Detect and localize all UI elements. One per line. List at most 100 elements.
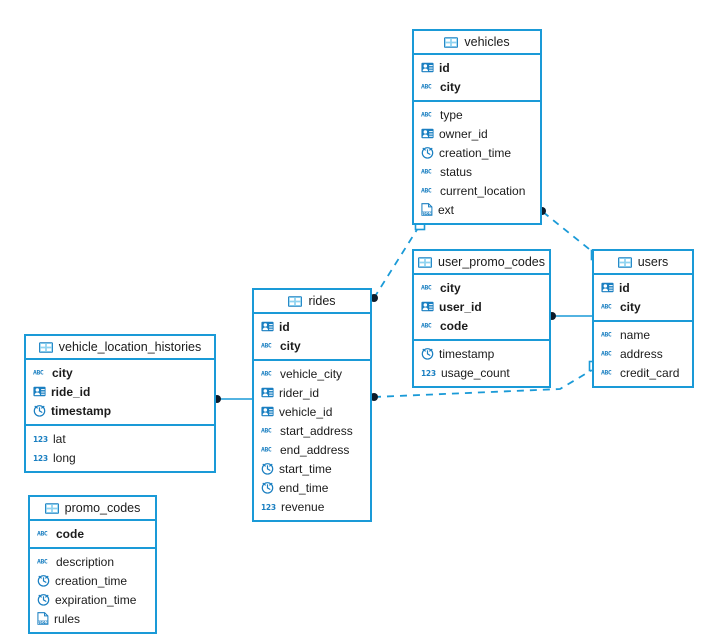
table-header-vehicles[interactable]: vehicles <box>414 31 540 55</box>
contact-card-icon <box>421 128 434 139</box>
field-name-label: id <box>279 319 290 334</box>
field-name-label: lat <box>53 431 66 446</box>
column-field[interactable]: creation_time <box>30 571 155 590</box>
relationship-vlh-to-rides[interactable] <box>213 395 252 403</box>
table-name-label: rides <box>308 294 336 308</box>
column-field[interactable]: ABC address <box>594 344 692 363</box>
primary-key-section-vehicles: id ABC city <box>414 55 540 102</box>
column-field[interactable]: 123 revenue <box>254 497 370 516</box>
table-node-vehicles[interactable]: vehicles id ABC city ABC type <box>412 29 542 225</box>
svg-text:ABC: ABC <box>421 84 432 91</box>
column-field[interactable]: ABC status <box>414 162 540 181</box>
svg-text:ABC: ABC <box>421 285 432 292</box>
table-header-promo_codes[interactable]: promo_codes <box>30 497 155 521</box>
primary-key-field[interactable]: id <box>594 278 692 297</box>
primary-key-section-users: id ABC city <box>594 275 692 322</box>
columns-section-users: ABC name ABC address ABC credit_card <box>594 322 692 386</box>
columns-section-vehicle_location_histories: 123 lat 123 long <box>26 426 214 471</box>
svg-text:123: 123 <box>421 369 436 378</box>
column-field[interactable]: ABC end_address <box>254 440 370 459</box>
table-header-rides[interactable]: rides <box>254 290 370 314</box>
field-name-label: city <box>52 365 73 380</box>
abc-icon: ABC <box>421 321 435 330</box>
table-header-users[interactable]: users <box>594 251 692 275</box>
primary-key-field[interactable]: ABC city <box>414 278 549 297</box>
field-name-label: vehicle_city <box>280 366 343 381</box>
relationship-upc-to-users[interactable] <box>548 312 592 320</box>
column-field[interactable]: JSON rules <box>30 609 155 628</box>
primary-key-field[interactable]: ABC code <box>30 524 155 543</box>
field-name-label: rider_id <box>279 385 320 400</box>
abc-icon: ABC <box>421 167 435 176</box>
clock-icon <box>421 146 434 159</box>
field-name-label: code <box>56 526 85 541</box>
contact-card-icon <box>601 282 614 293</box>
table-name-label: users <box>637 255 669 269</box>
column-field[interactable]: ABC vehicle_city <box>254 364 370 383</box>
column-field[interactable]: ABC name <box>594 325 692 344</box>
primary-key-field[interactable]: ride_id <box>26 382 214 401</box>
field-name-label: end_time <box>279 480 329 495</box>
primary-key-field[interactable]: timestamp <box>26 401 214 420</box>
clock-icon <box>261 462 274 475</box>
column-field[interactable]: ABC current_location <box>414 181 540 200</box>
abc-icon: ABC <box>601 349 615 358</box>
primary-key-field[interactable]: user_id <box>414 297 549 316</box>
table-node-promo_codes[interactable]: promo_codes ABC code ABC description cre… <box>28 495 157 634</box>
table-node-users[interactable]: users id ABC city ABC name ABC addre <box>592 249 694 388</box>
column-field[interactable]: 123 long <box>26 448 214 467</box>
primary-key-field[interactable]: id <box>254 317 370 336</box>
column-field[interactable]: start_time <box>254 459 370 478</box>
field-name-label: end_address <box>280 442 350 457</box>
column-field[interactable]: JSON ext <box>414 200 540 219</box>
primary-key-field[interactable]: ABC city <box>254 336 370 355</box>
table-node-user_promo_codes[interactable]: user_promo_codes ABC city user_id ABC co… <box>412 249 551 388</box>
primary-key-field[interactable]: ABC code <box>414 316 549 335</box>
abc-icon: ABC <box>261 369 275 378</box>
contact-card-icon <box>421 301 434 312</box>
abc-icon: ABC <box>601 330 615 339</box>
column-field[interactable]: ABC start_address <box>254 421 370 440</box>
field-name-label: credit_card <box>620 365 680 380</box>
svg-text:ABC: ABC <box>601 304 612 311</box>
table-node-vehicle_location_histories[interactable]: vehicle_location_histories ABC city ride… <box>24 334 216 473</box>
table-node-rides[interactable]: rides id ABC city ABC vehicle_city <box>252 288 372 522</box>
field-name-label: timestamp <box>51 403 112 418</box>
abc-icon: ABC <box>37 529 51 538</box>
table-name-label: user_promo_codes <box>438 255 546 269</box>
123-icon: 123 <box>261 502 276 512</box>
column-field[interactable]: owner_id <box>414 124 540 143</box>
column-field[interactable]: rider_id <box>254 383 370 402</box>
table-name-label: vehicles <box>464 35 510 49</box>
contact-card-icon <box>261 321 274 332</box>
table-header-user_promo_codes[interactable]: user_promo_codes <box>414 251 549 275</box>
field-name-label: name <box>620 327 651 342</box>
column-field[interactable]: ABC type <box>414 105 540 124</box>
svg-text:ABC: ABC <box>261 447 272 454</box>
abc-icon: ABC <box>421 186 435 195</box>
svg-text:ABC: ABC <box>261 428 272 435</box>
field-name-label: type <box>440 107 463 122</box>
table-header-vehicle_location_histories[interactable]: vehicle_location_histories <box>26 336 214 360</box>
column-field[interactable]: vehicle_id <box>254 402 370 421</box>
contact-card-icon <box>261 387 274 398</box>
column-field[interactable]: ABC description <box>30 552 155 571</box>
column-field[interactable]: 123 usage_count <box>414 363 549 382</box>
field-name-label: city <box>280 338 301 353</box>
primary-key-field[interactable]: id <box>414 58 540 77</box>
column-field[interactable]: expiration_time <box>30 590 155 609</box>
columns-section-vehicles: ABC type owner_id creation_time <box>414 102 540 223</box>
column-field[interactable]: end_time <box>254 478 370 497</box>
column-field[interactable]: ABC credit_card <box>594 363 692 382</box>
primary-key-field[interactable]: ABC city <box>414 77 540 96</box>
primary-key-field[interactable]: ABC city <box>26 363 214 382</box>
json-document-icon: JSON <box>37 612 49 625</box>
column-field[interactable]: timestamp <box>414 344 549 363</box>
primary-key-field[interactable]: ABC city <box>594 297 692 316</box>
field-name-label: current_location <box>440 183 526 198</box>
column-field[interactable]: creation_time <box>414 143 540 162</box>
abc-icon: ABC <box>421 283 435 292</box>
table-name-label: promo_codes <box>64 501 141 515</box>
column-field[interactable]: 123 lat <box>26 429 214 448</box>
